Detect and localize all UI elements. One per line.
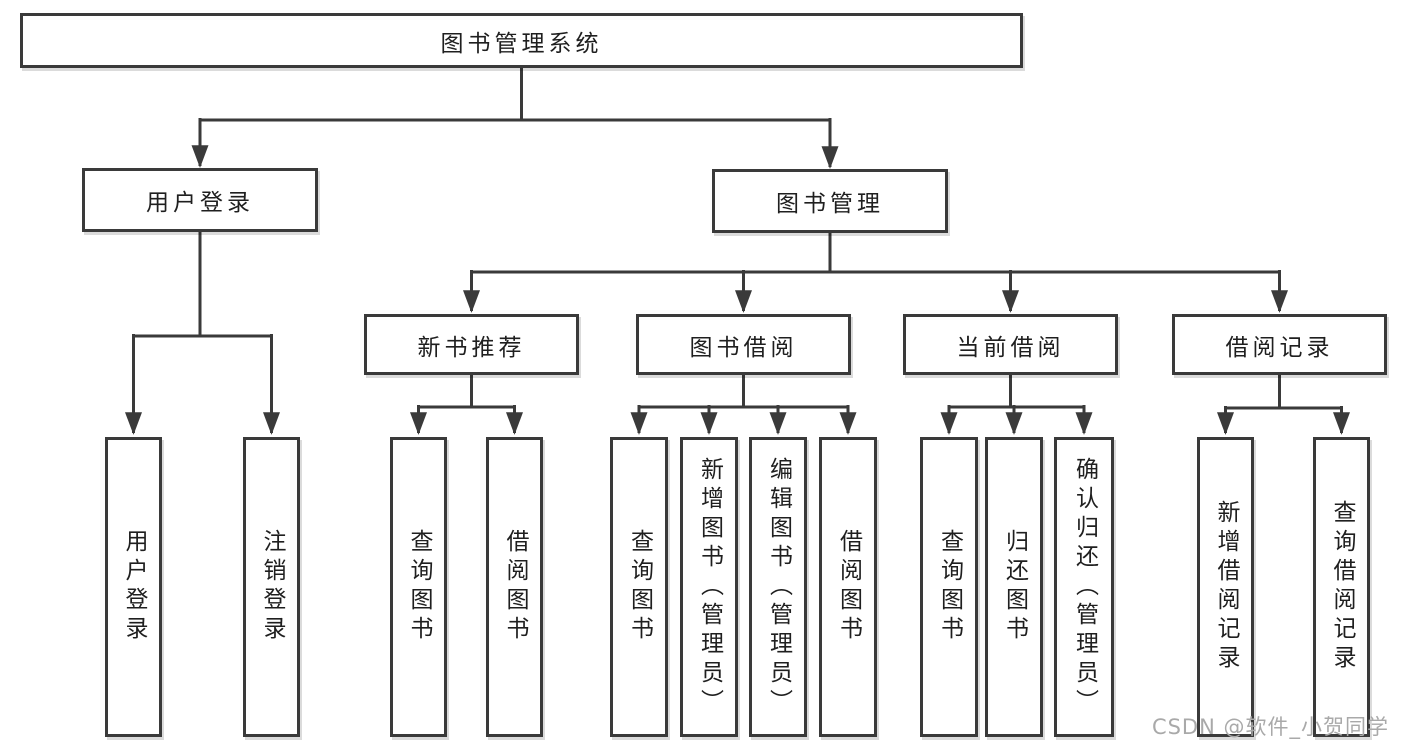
leaf-confirm-return-admin: 确认归还（管理员） — [1054, 437, 1114, 737]
leaf-query-borrow-record-label: 查询借阅记录 — [1329, 500, 1355, 674]
leaf-logout-login: 注销登录 — [243, 437, 300, 737]
node-borrow-records-label: 借阅记录 — [1225, 334, 1334, 361]
leaf-add-books-admin: 新增图书（管理员） — [680, 437, 738, 737]
leaf-borrow-books: 借阅图书 — [819, 437, 877, 737]
node-book-management-label: 图书管理 — [776, 191, 884, 217]
leaf-query-borrow-record: 查询借阅记录 — [1313, 437, 1370, 737]
node-book-system: 图书管理系统 — [20, 13, 1023, 68]
leaf-query-books-recommend: 查询图书 — [390, 437, 447, 737]
leaf-return-books: 归还图书 — [985, 437, 1043, 737]
node-book-management: 图书管理 — [712, 169, 948, 233]
csdn-watermark: CSDN @软件_小贺同学 — [1151, 715, 1389, 739]
leaf-edit-books-admin-label: 编辑图书（管理员） — [765, 456, 792, 718]
node-new-book-recommend: 新书推荐 — [364, 314, 579, 375]
node-new-book-recommend-label: 新书推荐 — [417, 334, 526, 361]
node-book-system-label: 图书管理系统 — [440, 30, 603, 57]
leaf-add-borrow-record: 新增借阅记录 — [1197, 437, 1254, 737]
leaf-add-books-admin-label: 新增图书（管理员） — [696, 456, 723, 718]
node-borrow-records: 借阅记录 — [1172, 314, 1387, 375]
leaf-borrow-books-recommend: 借阅图书 — [486, 437, 543, 737]
leaf-return-books-label: 归还图书 — [1001, 529, 1028, 645]
leaf-add-borrow-record-label: 新增借阅记录 — [1213, 500, 1239, 674]
node-user-login-label: 用户登录 — [146, 190, 254, 216]
leaf-borrow-books-label: 借阅图书 — [835, 529, 862, 645]
leaf-query-books-current: 查询图书 — [920, 437, 978, 737]
node-book-borrow-label: 图书借阅 — [689, 334, 798, 361]
node-current-borrow: 当前借阅 — [903, 314, 1118, 375]
leaf-query-books-borrow: 查询图书 — [610, 437, 668, 737]
node-user-login: 用户登录 — [82, 168, 318, 232]
leaf-confirm-return-admin-label: 确认归还（管理员） — [1071, 456, 1098, 718]
leaf-logout-login-label: 注销登录 — [259, 529, 285, 645]
node-book-borrow: 图书借阅 — [636, 314, 851, 375]
leaf-query-books-borrow-label: 查询图书 — [626, 529, 653, 645]
leaf-user-login: 用户登录 — [105, 437, 162, 737]
leaf-edit-books-admin: 编辑图书（管理员） — [749, 437, 807, 737]
node-current-borrow-label: 当前借阅 — [956, 334, 1065, 361]
leaf-query-books-current-label: 查询图书 — [936, 529, 963, 645]
leaf-borrow-books-recommend-label: 借阅图书 — [502, 529, 528, 645]
leaf-query-books-recommend-label: 查询图书 — [406, 529, 432, 645]
leaf-user-login-label: 用户登录 — [121, 529, 147, 645]
